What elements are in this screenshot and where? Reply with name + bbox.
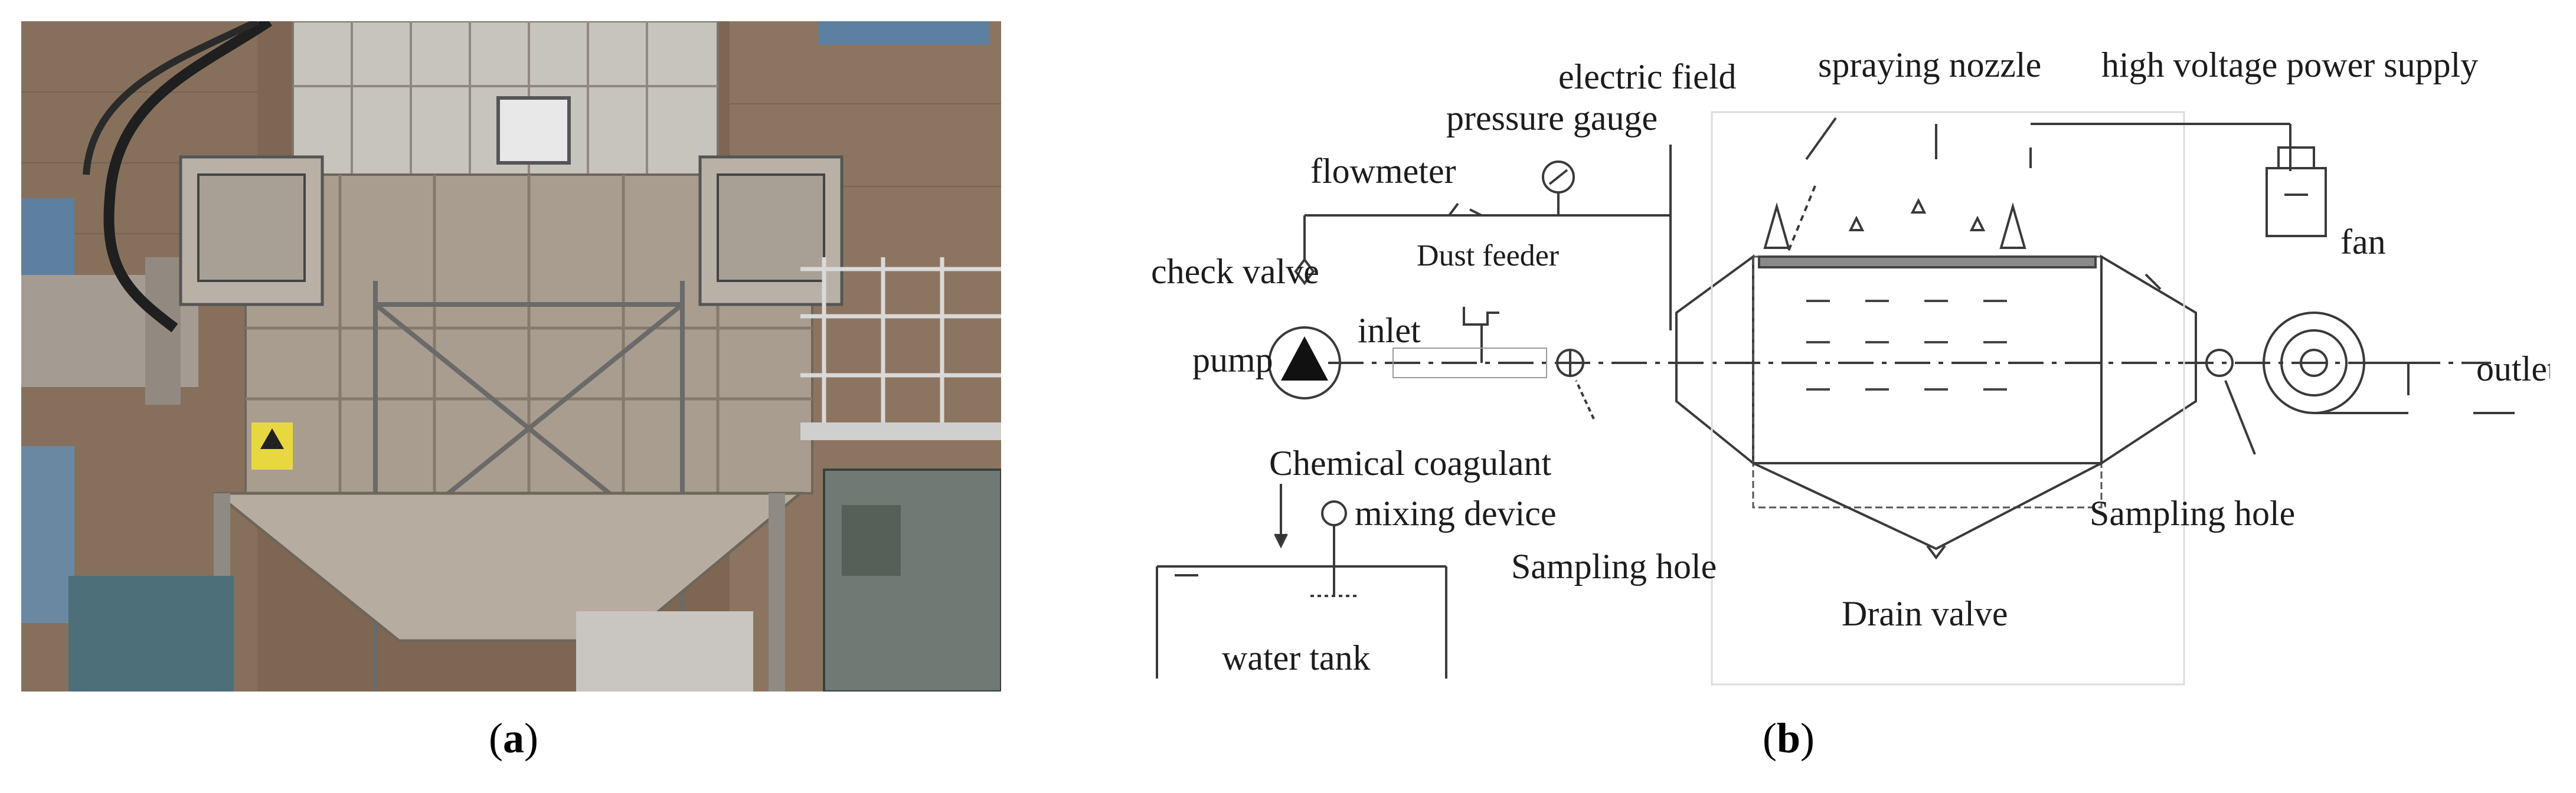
water-tank-icon bbox=[1156, 565, 1447, 679]
flowmeter-icon bbox=[1448, 202, 1482, 217]
equipment-photo bbox=[21, 21, 1001, 692]
inspection-window bbox=[496, 96, 571, 165]
label-electric-field: electric field bbox=[1558, 57, 1736, 96]
label-pressure-gauge: pressure gauge bbox=[1446, 99, 1658, 137]
mixing-device-icon bbox=[1321, 500, 1347, 526]
drain-valve-icon bbox=[1926, 545, 1946, 560]
check-valve-icon bbox=[1294, 257, 1315, 286]
dust-feeder-icon bbox=[1463, 307, 1499, 326]
label-sampling-hole-right: Sampling hole bbox=[2090, 494, 2295, 533]
label-drain-valve: Drain valve bbox=[1842, 594, 2008, 633]
label-check-valve: check valve bbox=[1151, 252, 1319, 291]
label-inlet: inlet bbox=[1358, 311, 1421, 350]
label-spraying-nozzle: spraying nozzle bbox=[1818, 45, 2041, 84]
label-outlet: outlet bbox=[2476, 349, 2550, 388]
label-high-voltage-power-supply: high voltage power supply bbox=[2101, 45, 2478, 84]
power-supply-icon bbox=[2266, 146, 2327, 237]
warning-sign bbox=[251, 422, 293, 470]
precipitator-outlet-hood bbox=[2100, 254, 2197, 466]
cable bbox=[103, 21, 272, 333]
label-pump: pump bbox=[1192, 340, 1273, 379]
label-flowmeter: flowmeter bbox=[1310, 152, 1456, 191]
schematic-diagram: electric field spraying nozzle high volt… bbox=[1151, 45, 2550, 686]
label-chemical-coagulant: Chemical coagulant bbox=[1269, 444, 1551, 483]
platform-railing bbox=[800, 257, 1001, 422]
label-water-tank: water tank bbox=[1222, 638, 1371, 677]
precipitator-inlet-hood bbox=[1675, 254, 1754, 466]
nozzle-icon bbox=[1848, 198, 1986, 231]
fan-icon bbox=[2263, 312, 2410, 414]
electrical-cabinet bbox=[823, 468, 1001, 692]
label-mixing-device: mixing device bbox=[1355, 494, 1557, 533]
caption-a: (a) bbox=[489, 715, 538, 762]
sampling-hole-right-icon bbox=[2205, 349, 2234, 377]
label-dust-feeder: Dust feeder bbox=[1417, 239, 1559, 273]
transformer bbox=[68, 576, 234, 692]
label-sampling-hole-left: Sampling hole bbox=[1511, 547, 1717, 586]
caption-b: (b) bbox=[1762, 715, 1815, 762]
precipitator-chamber bbox=[1752, 255, 2103, 509]
building-window bbox=[21, 21, 989, 623]
collection-hopper bbox=[1753, 462, 2102, 550]
label-fan: fan bbox=[2340, 222, 2386, 261]
